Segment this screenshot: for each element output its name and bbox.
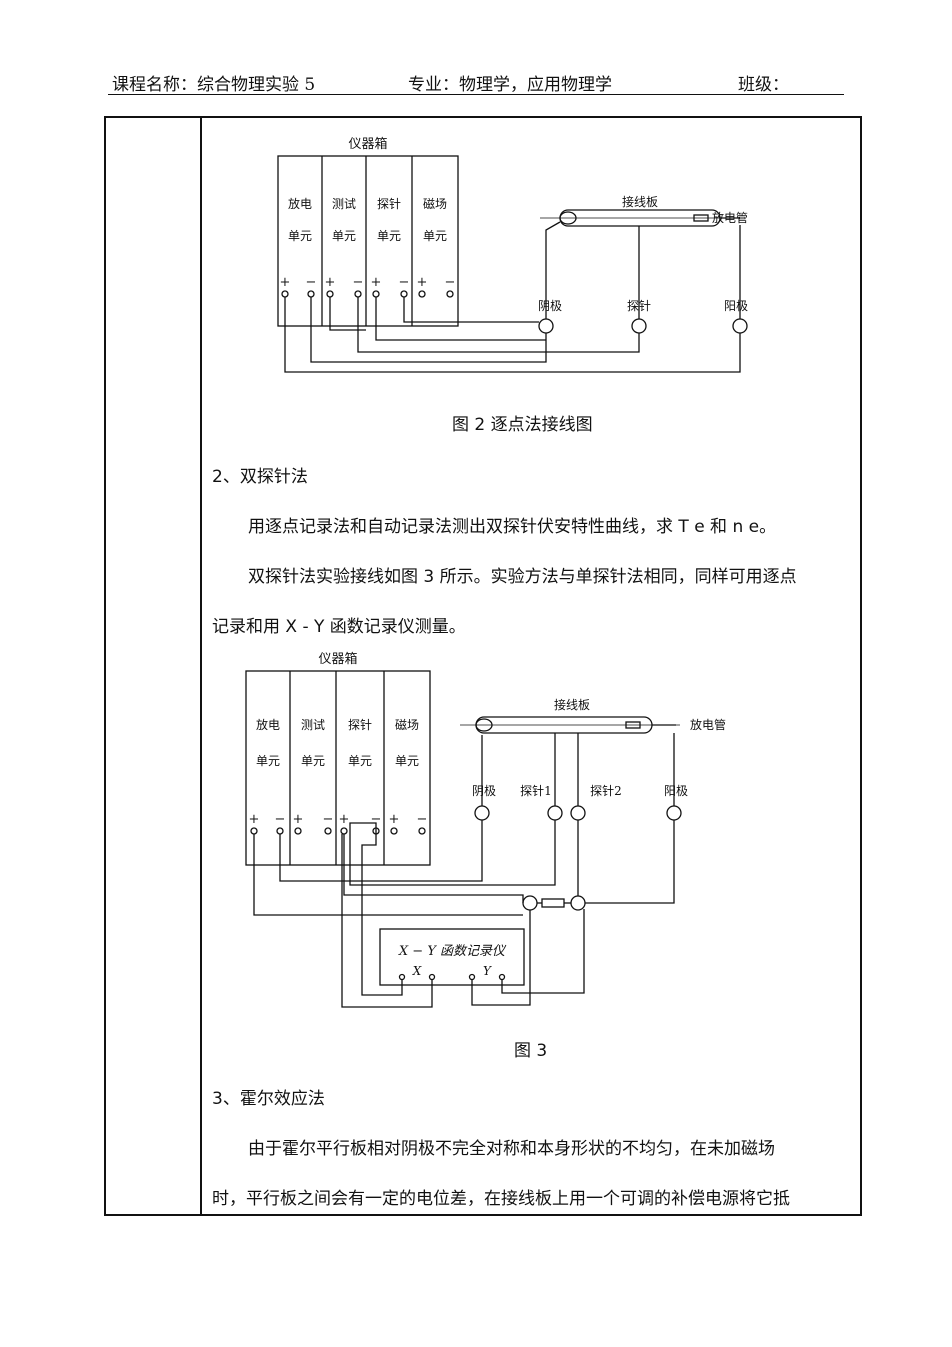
probe-label: 探针: [627, 298, 651, 313]
unit-label: 测试: [332, 196, 356, 211]
section-2-heading: 2、双探针法: [212, 467, 308, 487]
minus-sign: −: [445, 275, 456, 290]
cathode-terminal: [474, 805, 490, 821]
probe-terminal: [631, 318, 647, 334]
column-divider: [200, 116, 202, 1216]
figure-3: 仪器箱 放电 单元 测试 单元 探针 单元 磁场 单元 + − + − + − …: [240, 645, 740, 1015]
probe1-label: 探针1: [520, 783, 552, 798]
unit-label: 单元: [348, 754, 372, 768]
unit-label: 放电: [256, 717, 280, 732]
tube-label: 放电管: [712, 210, 748, 225]
recorder-label: X − Y 函数记录仪: [398, 944, 507, 959]
unit-label: 单元: [256, 754, 280, 768]
unit-label: 单元: [332, 229, 356, 243]
y-terminal-label: Y: [483, 964, 492, 978]
minus-sign: −: [353, 275, 364, 290]
unit-label: 放电: [288, 196, 312, 211]
plus-sign: +: [325, 275, 336, 290]
minus-sign: −: [275, 812, 286, 827]
cathode-label: 阴极: [538, 299, 562, 313]
unit-label: 磁场: [395, 717, 419, 732]
minus-sign: −: [323, 812, 334, 827]
minus-sign: −: [399, 275, 410, 290]
probe2-terminal: [570, 805, 586, 821]
tube-label: 放电管: [690, 717, 726, 732]
unit-label: 单元: [301, 754, 325, 768]
anode-label: 阳极: [664, 784, 688, 798]
plus-sign: +: [293, 812, 304, 827]
figure-2-diagram: 仪器箱 放电 单元 测试 单元 探针 单元 磁场 单元 + − + − + − …: [277, 136, 748, 373]
figure-3-diagram: 仪器箱 放电 单元 测试 单元 探针 单元 磁场 单元 + − + − + − …: [245, 651, 726, 1008]
unit-label: 单元: [377, 229, 401, 243]
box-title: 仪器箱: [348, 136, 387, 152]
unit-label: 探针: [377, 196, 401, 211]
plus-sign: +: [417, 275, 428, 290]
minus-sign: −: [417, 812, 428, 827]
box-title: 仪器箱: [318, 651, 357, 667]
figure-2-caption: 图 2 逐点法接线图: [452, 415, 593, 435]
anode-label: 阳极: [724, 299, 748, 313]
xy-recorder: [379, 928, 525, 986]
figure-2: 仪器箱 放电 单元 测试 单元 探针 单元 磁场 单元 + − + − + − …: [270, 130, 750, 380]
section-3-heading: 3、霍尔效应法: [212, 1089, 325, 1109]
x-terminal-label: X: [412, 964, 422, 978]
unit-label: 单元: [395, 754, 419, 768]
plus-sign: +: [389, 812, 400, 827]
instrument-box: [245, 670, 431, 866]
unit-label: 磁场: [423, 196, 447, 211]
header-course: 课程名称：综合物理实验 5: [112, 75, 316, 95]
section-2-para1: 用逐点记录法和自动记录法测出双探针伏安特性曲线，求 T e 和 n e。: [248, 517, 777, 537]
section-3-para2: 时，平行板之间会有一定的电位差，在接线板上用一个可调的补偿电源将它抵: [212, 1189, 790, 1209]
section-3-para1: 由于霍尔平行板相对阴极不完全对称和本身形状的不均匀，在未加磁场: [248, 1139, 775, 1159]
header-class: 班级：: [738, 75, 789, 95]
table-frame: [104, 116, 862, 1216]
board-label: 接线板: [554, 697, 590, 712]
anode-terminal: [732, 318, 748, 334]
board-label: 接线板: [622, 194, 658, 209]
probe1-terminal: [547, 805, 563, 821]
section-2-para2-line2: 记录和用 X - Y 函数记录仪测量。: [212, 617, 466, 637]
unit-label: 探针: [348, 717, 372, 732]
plus-sign: +: [280, 275, 291, 290]
header-major: 专业：物理学，应用物理学: [408, 75, 612, 95]
figure-3-caption: 图 3: [514, 1041, 548, 1061]
section-2-para2-line1: 双探针法实验接线如图 3 所示。实验方法与单探针法相同，同样可用逐点: [248, 567, 797, 587]
cathode-terminal: [538, 318, 554, 334]
plus-sign: +: [371, 275, 382, 290]
unit-label: 单元: [288, 229, 312, 243]
probe2-label: 探针2: [590, 783, 622, 798]
cathode-label: 阴极: [472, 784, 496, 798]
unit-label: 单元: [423, 229, 447, 243]
plus-sign: +: [249, 812, 260, 827]
minus-sign: −: [371, 812, 382, 827]
instrument-box: [277, 155, 459, 327]
unit-label: 测试: [301, 717, 325, 732]
anode-terminal: [666, 805, 682, 821]
plus-sign: +: [339, 812, 350, 827]
minus-sign: −: [306, 275, 317, 290]
page-header: 课程名称：综合物理实验 5 专业：物理学，应用物理学 班级：: [108, 68, 844, 95]
